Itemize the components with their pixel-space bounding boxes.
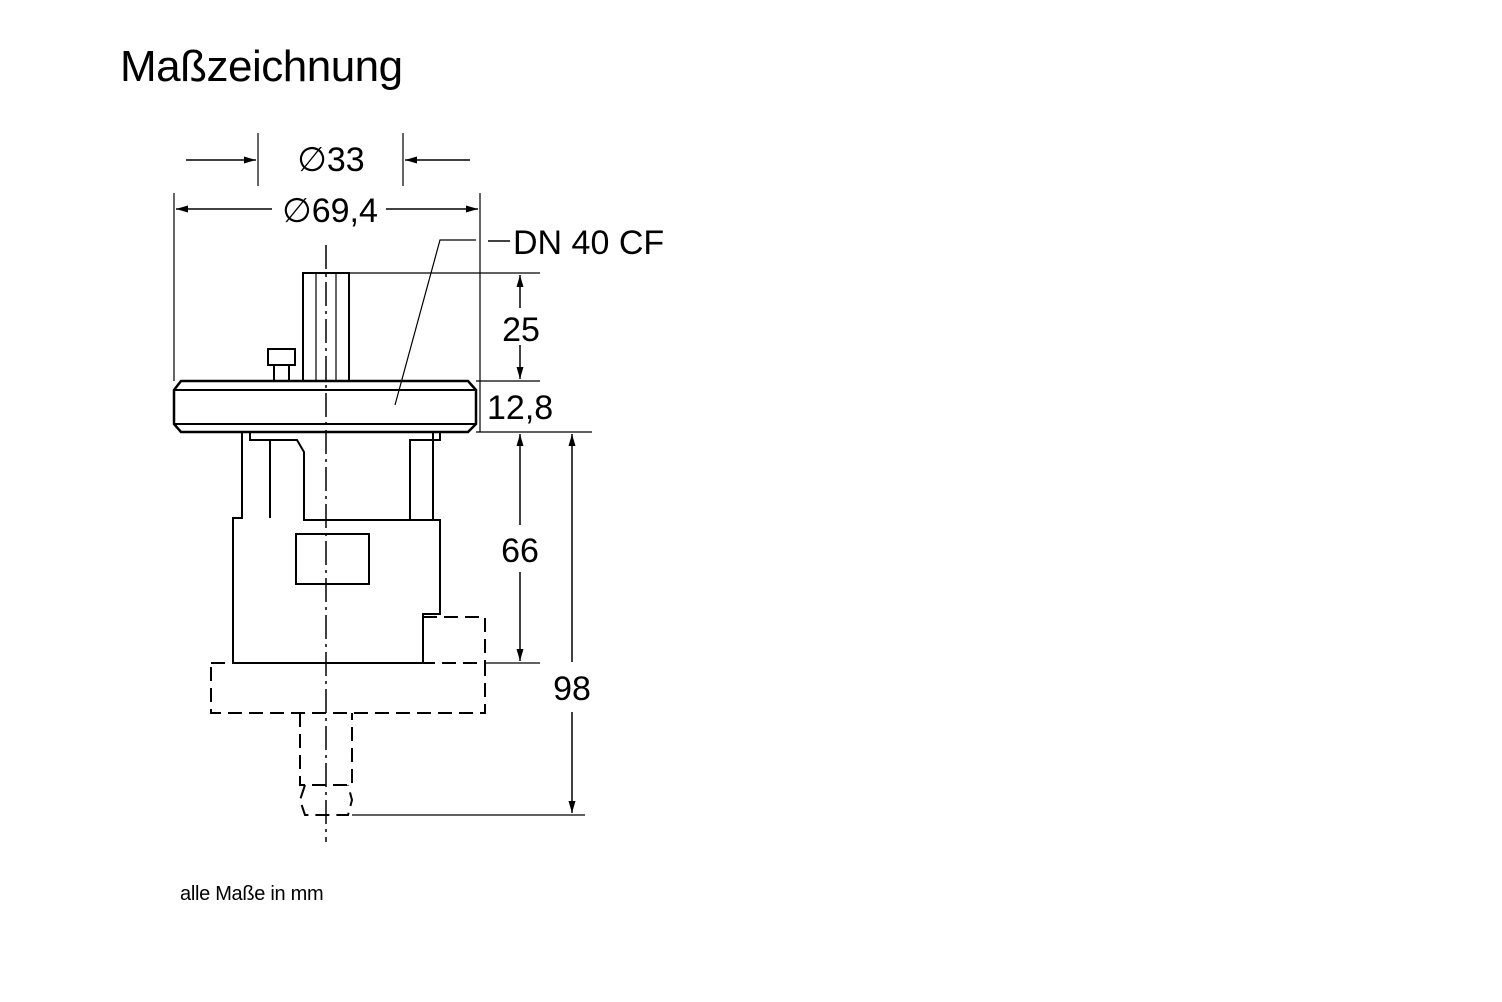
flange-stem <box>249 432 441 521</box>
top-height-label: 25 <box>502 311 540 349</box>
units-note: alle Maße in mm <box>180 883 324 905</box>
body-height-label: 66 <box>501 532 539 570</box>
flange <box>172 379 478 434</box>
body-window <box>295 533 370 585</box>
page-title: Maßzeichnung <box>120 42 403 91</box>
total-height-label: 98 <box>553 670 591 708</box>
connector-dashed <box>210 616 486 816</box>
flange-thickness-label: 12,8 <box>487 389 553 427</box>
body-housing <box>232 432 441 664</box>
flange-leader <box>394 239 476 406</box>
dimension-arrows <box>176 156 576 813</box>
flange-type-label: DN 40 CF <box>513 224 664 262</box>
flange-diameter-label: ∅69,4 <box>282 192 378 230</box>
screw-part <box>267 348 296 382</box>
inner-diameter-label: ∅33 <box>297 141 364 179</box>
extension-lines <box>173 133 592 816</box>
